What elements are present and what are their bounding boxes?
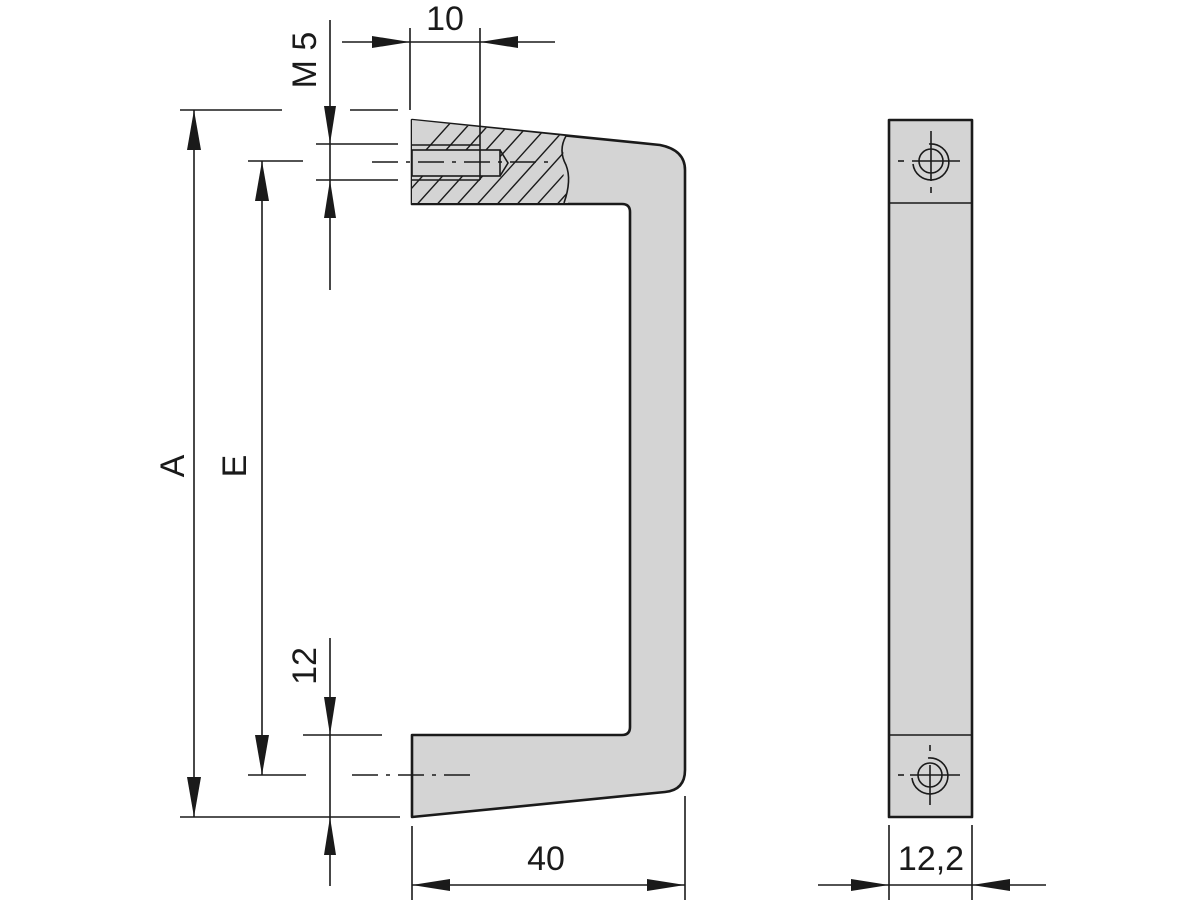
mounting-hole-bottom [898, 745, 960, 805]
label-overall-length: A [154, 454, 192, 477]
label-end-offset: 12 [286, 647, 324, 685]
label-hole-spacing: E [216, 455, 254, 478]
dimension-depth: 40 [411, 796, 686, 900]
label-width: 12,2 [898, 840, 964, 878]
label-thread-depth: 10 [426, 0, 464, 38]
dimension-thread: M 5 [286, 20, 398, 290]
break-line [561, 135, 570, 204]
front-view [887, 118, 974, 819]
dimension-thread-depth: 10 [342, 0, 555, 180]
handle-body-front [887, 118, 974, 819]
dimension-width: 12,2 [818, 825, 1046, 900]
handle-body-side [410, 118, 687, 819]
mounting-hole-top [898, 131, 960, 193]
dimension-end-offset: 12 [286, 638, 382, 886]
tapped-hole [411, 149, 501, 177]
dimension-overall-length: A [154, 109, 400, 818]
dimension-hole-spacing: E [216, 160, 306, 776]
label-thread: M 5 [286, 32, 324, 89]
side-view [352, 118, 687, 819]
label-depth: 40 [527, 840, 565, 878]
